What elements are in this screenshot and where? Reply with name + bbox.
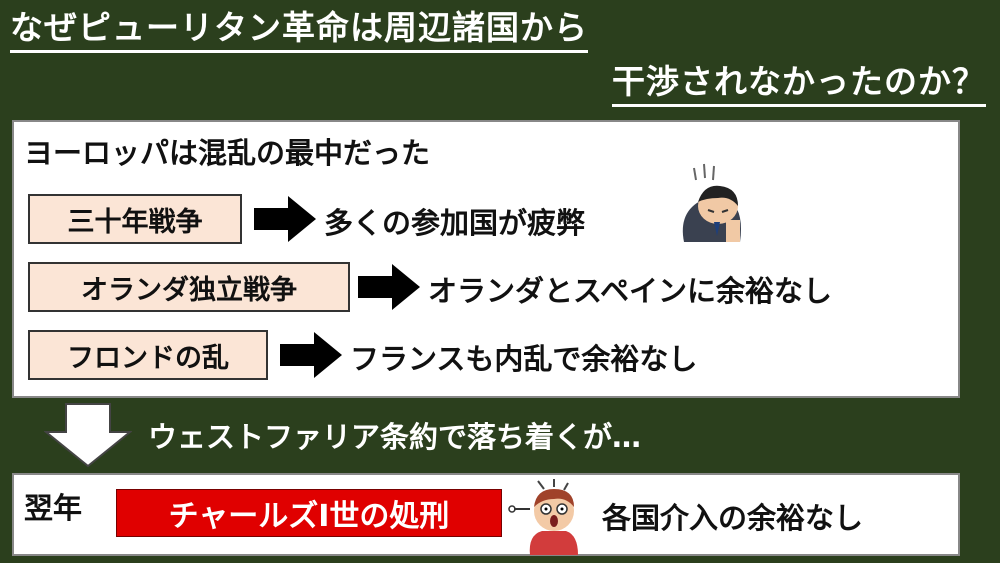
year-label: 翌年 — [24, 491, 83, 525]
bottom-panel: 翌年 チャールズⅠ世の処刑 各国介入の余裕なし — [12, 473, 960, 556]
right-arrow-icon — [254, 196, 316, 242]
result-thirty-years-war: 多くの参加国が疲弊 — [324, 206, 586, 240]
panel-heading: ヨーロッパは混乱の最中だった — [24, 136, 431, 170]
title-line-2: 干渉されなかったのか？ — [612, 62, 986, 107]
right-arrow-icon — [358, 264, 420, 310]
title-text-1: なぜピューリタン革命は周辺諸国から — [10, 8, 588, 53]
transition-text: ウェストファリア条約で落ち着くが… — [148, 420, 642, 454]
result-dutch-independence-war: オランダとスペインに余裕なし — [428, 274, 832, 308]
bottom-result: 各国介入の余裕なし — [602, 501, 864, 535]
exhausted-person-icon — [682, 163, 741, 242]
shocked-person-icon — [508, 479, 578, 555]
execution-event-box: チャールズⅠ世の処刑 — [116, 489, 502, 537]
label-fronde: フロンドの乱 — [28, 330, 268, 380]
label-dutch-independence-war: オランダ独立戦争 — [28, 262, 350, 312]
main-panel: ヨーロッパは混乱の最中だった 三十年戦争 多くの参加国が疲弊 オランダ独立戦争 … — [12, 120, 960, 398]
right-arrow-icon — [280, 332, 342, 378]
title-line-1: なぜピューリタン革命は周辺諸国から — [10, 8, 588, 53]
result-fronde: フランスも内乱で余裕なし — [350, 342, 698, 376]
down-arrow-icon — [44, 403, 132, 468]
title-text-2: 干渉されなかったのか？ — [612, 62, 986, 107]
label-thirty-years-war: 三十年戦争 — [28, 194, 242, 244]
